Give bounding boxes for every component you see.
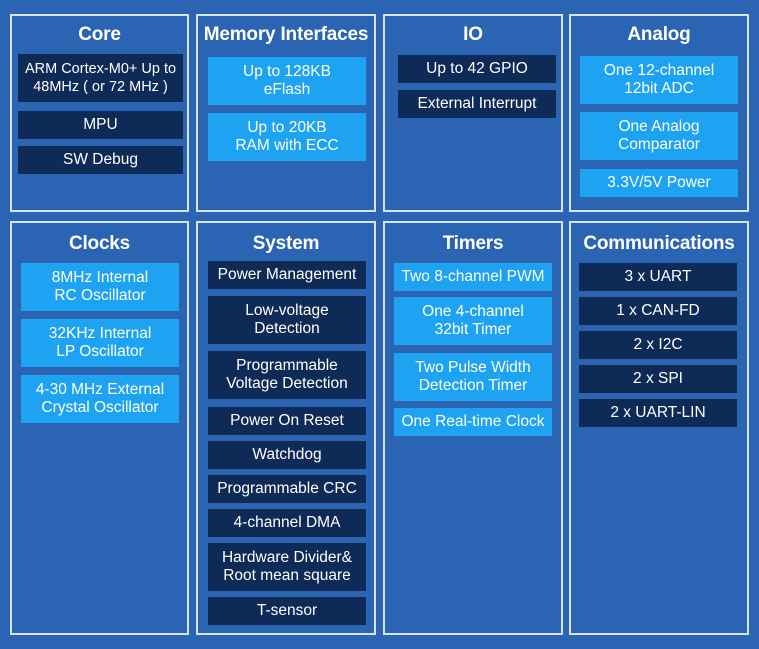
core-cpu-box: ARM Cortex-M0+ Up to 48MHz ( or 72 MHz ) (18, 54, 183, 102)
memory-panel: Memory Interfaces Up to 128KB eFlash Up … (196, 14, 376, 212)
timers-32bit-box: One 4-channel 32bit Timer (394, 297, 552, 345)
timers-pulse-width-box: Two Pulse Width Detection Timer (394, 353, 552, 401)
system-panel: System Power Management Low-voltage Dete… (196, 221, 376, 635)
timers-rtc-box: One Real-time Clock (394, 408, 552, 436)
system-pvd-box: Programmable Voltage Detection (208, 351, 366, 399)
memory-ram-box: Up to 20KB RAM with ECC (208, 113, 366, 161)
memory-eflash-box: Up to 128KB eFlash (208, 57, 366, 105)
comm-i2c-box: 2 x I2C (579, 331, 737, 359)
analog-comparator-box: One Analog Comparator (580, 112, 738, 160)
system-watchdog-box: Watchdog (208, 441, 366, 469)
timers-pwm-box: Two 8-channel PWM (394, 263, 552, 291)
communications-panel: Communications 3 x UART 1 x CAN-FD 2 x I… (569, 221, 749, 635)
core-swdebug-box: SW Debug (18, 146, 183, 174)
io-panel: IO Up to 42 GPIO External Interrupt (383, 14, 563, 212)
memory-title: Memory Interfaces (203, 24, 369, 45)
system-divider-box: Hardware Divider& Root mean square (208, 543, 366, 591)
io-title: IO (463, 24, 483, 45)
timers-panel: Timers Two 8-channel PWM One 4-channel 3… (383, 221, 563, 635)
system-por-box: Power On Reset (208, 407, 366, 435)
comm-uart-box: 3 x UART (579, 263, 737, 291)
comm-uart-lin-box: 2 x UART-LIN (579, 399, 737, 427)
analog-panel: Analog One 12-channel 12bit ADC One Anal… (569, 14, 749, 212)
comm-canfd-box: 1 x CAN-FD (579, 297, 737, 325)
clocks-panel: Clocks 8MHz Internal RC Oscillator 32KHz… (10, 221, 189, 635)
communications-title: Communications (583, 233, 735, 254)
core-title: Core (78, 24, 121, 45)
io-interrupt-box: External Interrupt (398, 90, 556, 118)
system-dma-box: 4-channel DMA (208, 509, 366, 537)
core-mpu-box: MPU (18, 111, 183, 139)
core-panel: Core ARM Cortex-M0+ Up to 48MHz ( or 72 … (10, 14, 189, 212)
io-gpio-box: Up to 42 GPIO (398, 55, 556, 83)
clocks-rc-box: 8MHz Internal RC Oscillator (21, 263, 179, 311)
analog-title: Analog (627, 24, 691, 45)
system-tsensor-box: T-sensor (208, 597, 366, 625)
clocks-crystal-box: 4-30 MHz External Crystal Oscillator (21, 375, 179, 423)
analog-adc-box: One 12-channel 12bit ADC (580, 56, 738, 104)
clocks-lp-box: 32KHz Internal LP Oscillator (21, 319, 179, 367)
analog-power-box: 3.3V/5V Power (580, 169, 738, 197)
system-low-voltage-box: Low-voltage Detection (208, 296, 366, 344)
comm-spi-box: 2 x SPI (579, 365, 737, 393)
timers-title: Timers (442, 233, 504, 254)
clocks-title: Clocks (68, 233, 131, 254)
system-title: System (252, 233, 320, 254)
system-crc-box: Programmable CRC (208, 475, 366, 503)
system-power-management-box: Power Management (208, 261, 366, 289)
